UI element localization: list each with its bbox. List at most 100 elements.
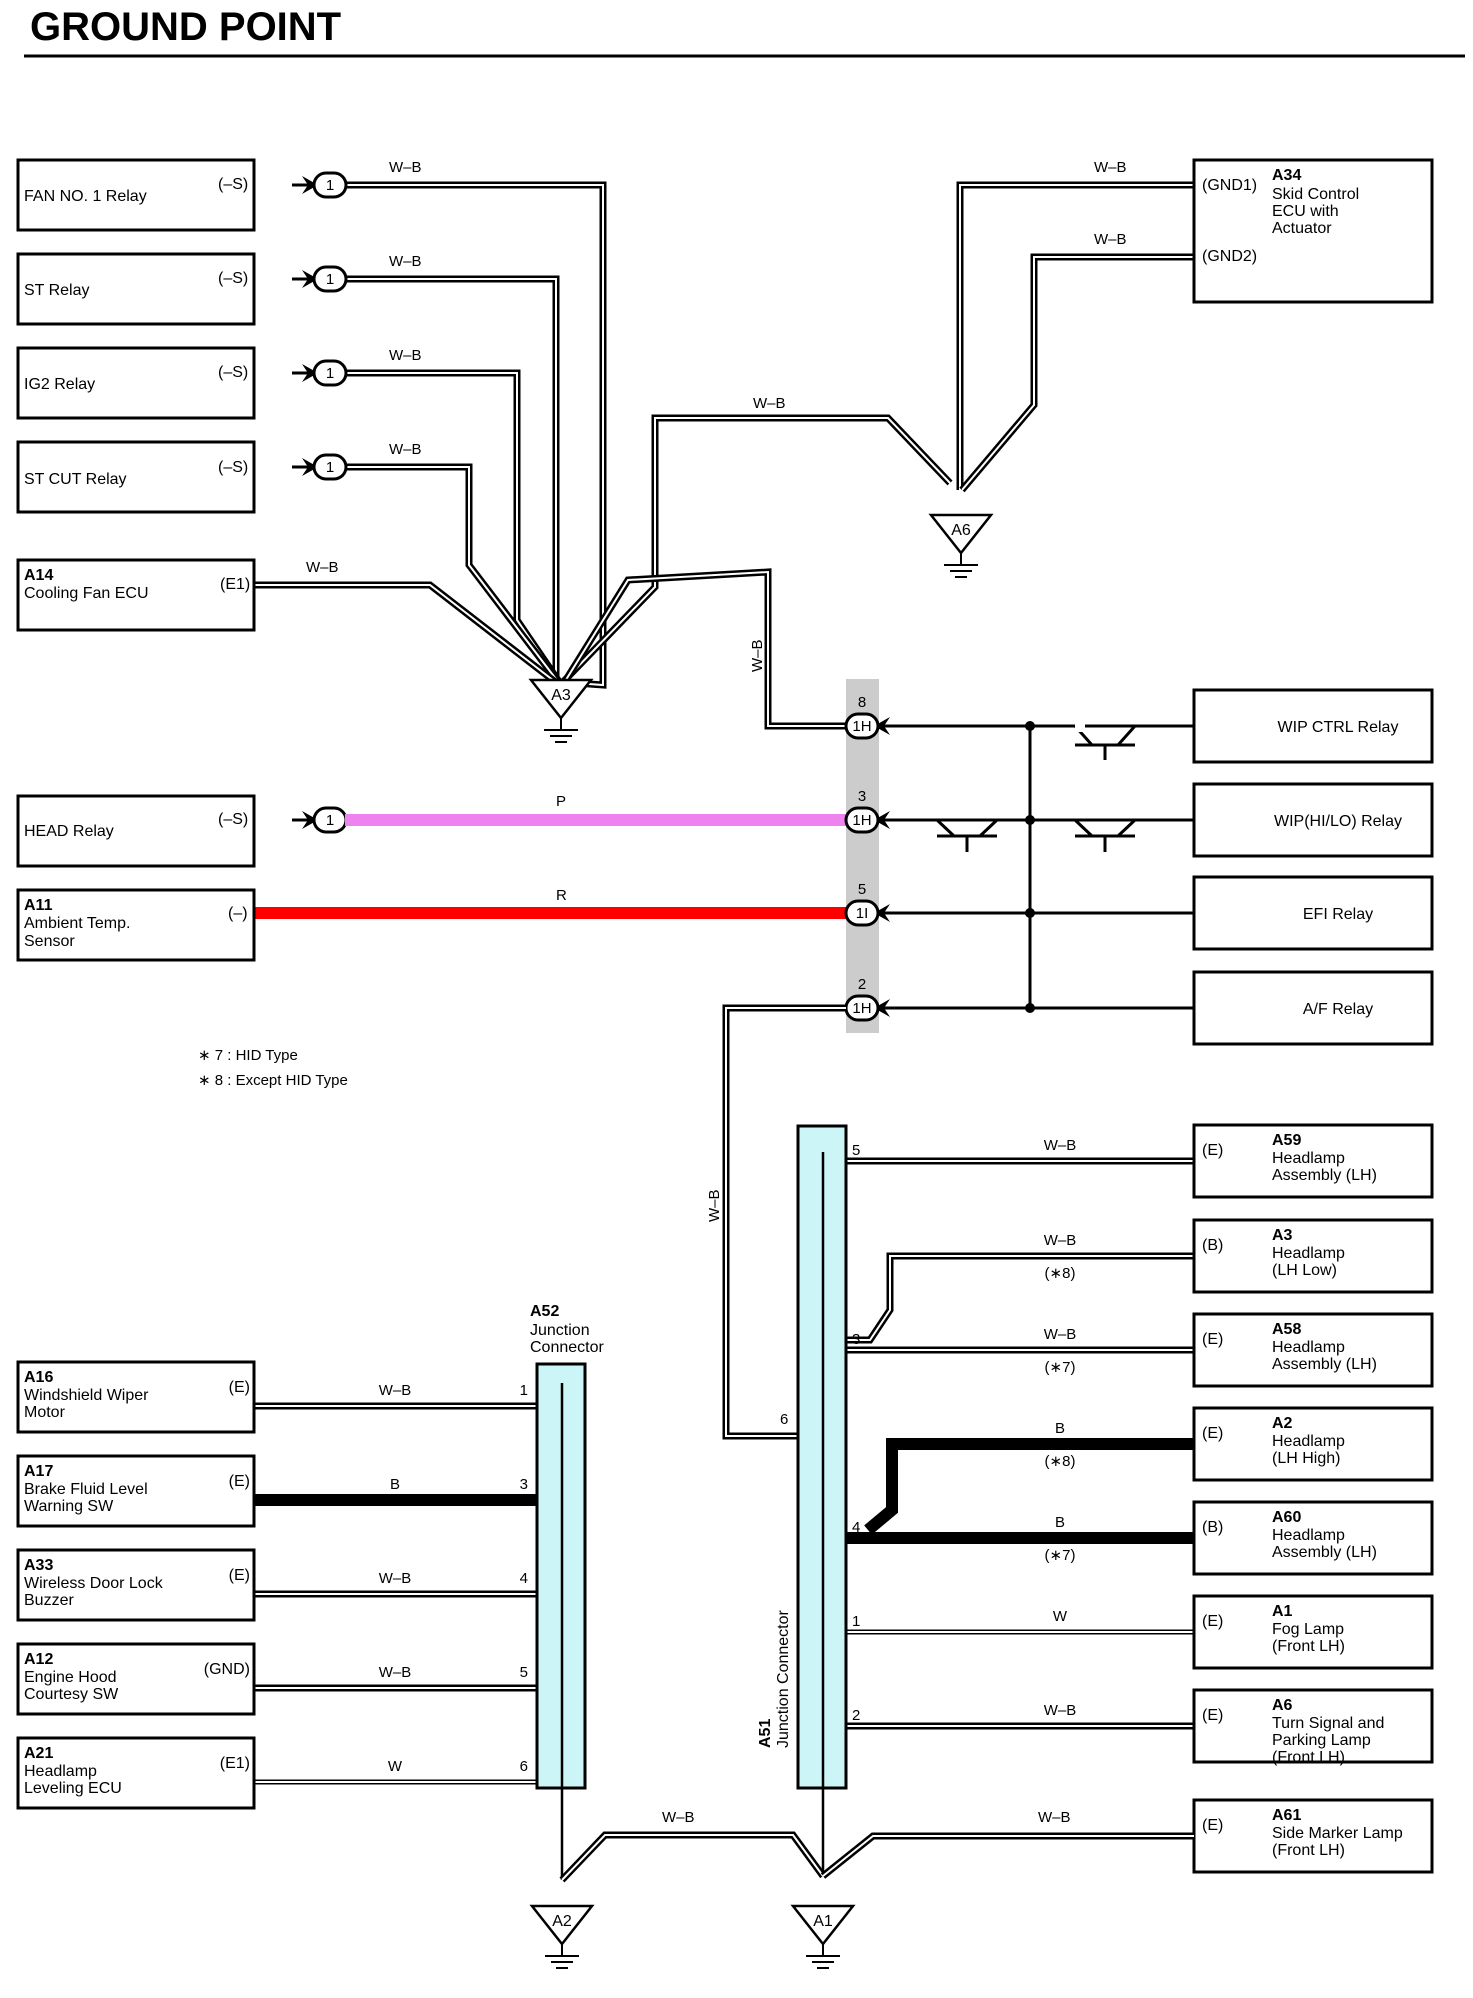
connector-pin-label: 1H [852, 812, 871, 829]
ground-a3-label: A3 [551, 687, 571, 704]
head-relay-label: HEAD Relay [24, 823, 114, 840]
connector-pill: 1 [292, 265, 348, 293]
ambient-temp-sensor: A11 Ambient Temp.Sensor (–) [16, 888, 256, 962]
component-box [1192, 1688, 1434, 1764]
wire-labels-upper: W–B W–B W–B W–B W–B W–B W–B W–B W–B [306, 159, 1127, 672]
component-terminal: (B) [1202, 1519, 1223, 1536]
component-terminal: (E) [229, 1379, 250, 1396]
wire-label: W–B [306, 559, 339, 576]
pin-number: 4 [520, 1570, 528, 1587]
component-id: A58 [1272, 1321, 1301, 1338]
note-hid-type: ∗ 7 : HID Type [198, 1047, 298, 1064]
connector-pill: 1 [292, 806, 348, 834]
component-terminal: (E) [1202, 1425, 1223, 1442]
component-id: A2 [1272, 1415, 1293, 1432]
wire-label: W–B [389, 159, 422, 176]
wire-label: B [1055, 1514, 1065, 1531]
relay-label: EFI Relay [1303, 906, 1373, 923]
skid-ecu-id: A34 [1272, 167, 1301, 184]
wire-b [864, 1438, 1194, 1535]
wire-note: (∗7) [1045, 1359, 1076, 1376]
st-relay-label: ST Relay [24, 282, 90, 299]
wire-label: W–B [1044, 1137, 1077, 1154]
relay-label: WIP CTRL Relay [1278, 719, 1399, 736]
component-id: A3 [1272, 1227, 1293, 1244]
connector-pin-label: 1 [326, 177, 334, 194]
connector-pin-label: 1H [852, 1000, 871, 1017]
component-box [1192, 1406, 1434, 1482]
component-box [1192, 1218, 1434, 1294]
component-id: A61 [1272, 1807, 1301, 1824]
connector-pill: 1H [844, 806, 900, 834]
relay-pin-number: 3 [858, 788, 866, 805]
relay-pin-number: 5 [858, 881, 866, 898]
component-id: A1 [1272, 1603, 1293, 1620]
left-components: FAN NO. 1 Relay (–S) ST Relay (–S) IG2 R… [16, 158, 256, 632]
component-terminal: (E) [229, 1473, 250, 1490]
a52-id: A52 [530, 1303, 559, 1320]
connector-pill: 1 [292, 359, 348, 387]
connector-pin-label: 1 [326, 812, 334, 829]
relay-box [1192, 970, 1434, 1046]
relay-junction-dots [1025, 721, 1035, 1013]
wire-label: W–B [1094, 231, 1127, 248]
head-relay: HEAD Relay (–S) [16, 794, 256, 868]
wire-label: W–B [749, 639, 766, 672]
wire-label: W–B [379, 1570, 412, 1587]
relay-pin-number: 8 [858, 694, 866, 711]
wire-label-p: P [556, 793, 566, 810]
relay-wires [884, 724, 1194, 1010]
component-id: A6 [1272, 1697, 1293, 1714]
cooling-fan-ecu-label: Cooling Fan ECU [24, 585, 149, 602]
st-cut-relay-terminal: (–S) [218, 459, 248, 476]
wire-wb [846, 1252, 1194, 1344]
connector-pill: 1H [844, 994, 900, 1022]
ground-a1: A1 [790, 1904, 856, 1969]
transistor-symbols [935, 724, 1137, 852]
wires-to-a6 [956, 181, 1194, 493]
connector-pill: 1H [844, 712, 900, 740]
component-box [16, 1360, 256, 1434]
transistor-gap [1075, 720, 1085, 732]
a51-pin-6: 6 [780, 1411, 788, 1428]
wire-label: W–B [1044, 1232, 1077, 1249]
component-terminal: (GND) [204, 1661, 250, 1678]
head-relay-box [16, 794, 256, 868]
component-label: Side Marker Lamp(Front LH) [1272, 1825, 1403, 1859]
st-cut-relay-box [16, 440, 256, 514]
pin-number: 3 [520, 1476, 528, 1493]
component-terminal: (B) [1202, 1237, 1223, 1254]
ground-a6: A6 [928, 513, 994, 578]
component-label: Fog Lamp(Front LH) [1272, 1621, 1345, 1655]
ground-a1-label: A1 [813, 1913, 833, 1930]
pin-number: 4 [852, 1519, 860, 1536]
fan-no1-relay-terminal: (–S) [218, 176, 248, 193]
wire-note: (∗8) [1045, 1453, 1076, 1470]
connector-pin-label: 1H [852, 718, 871, 735]
wire-label: W [1053, 1608, 1068, 1625]
component-terminal: (E) [1202, 1613, 1223, 1630]
relay-pin-number: 2 [858, 976, 866, 993]
component-terminal: (E) [1202, 1331, 1223, 1348]
a51-label: Junction Connector [775, 1609, 792, 1748]
head-relay-terminal: (–S) [218, 811, 248, 828]
wire-label: W [388, 1758, 403, 1775]
wire-label: W–B [1044, 1702, 1077, 1719]
wire-label: W–B [379, 1382, 412, 1399]
ground-a3: A3 [528, 678, 594, 743]
wire-wb-core [846, 1255, 1194, 1341]
wire-label: B [390, 1476, 400, 1493]
cooling-fan-ecu-terminal: (E1) [220, 576, 250, 593]
